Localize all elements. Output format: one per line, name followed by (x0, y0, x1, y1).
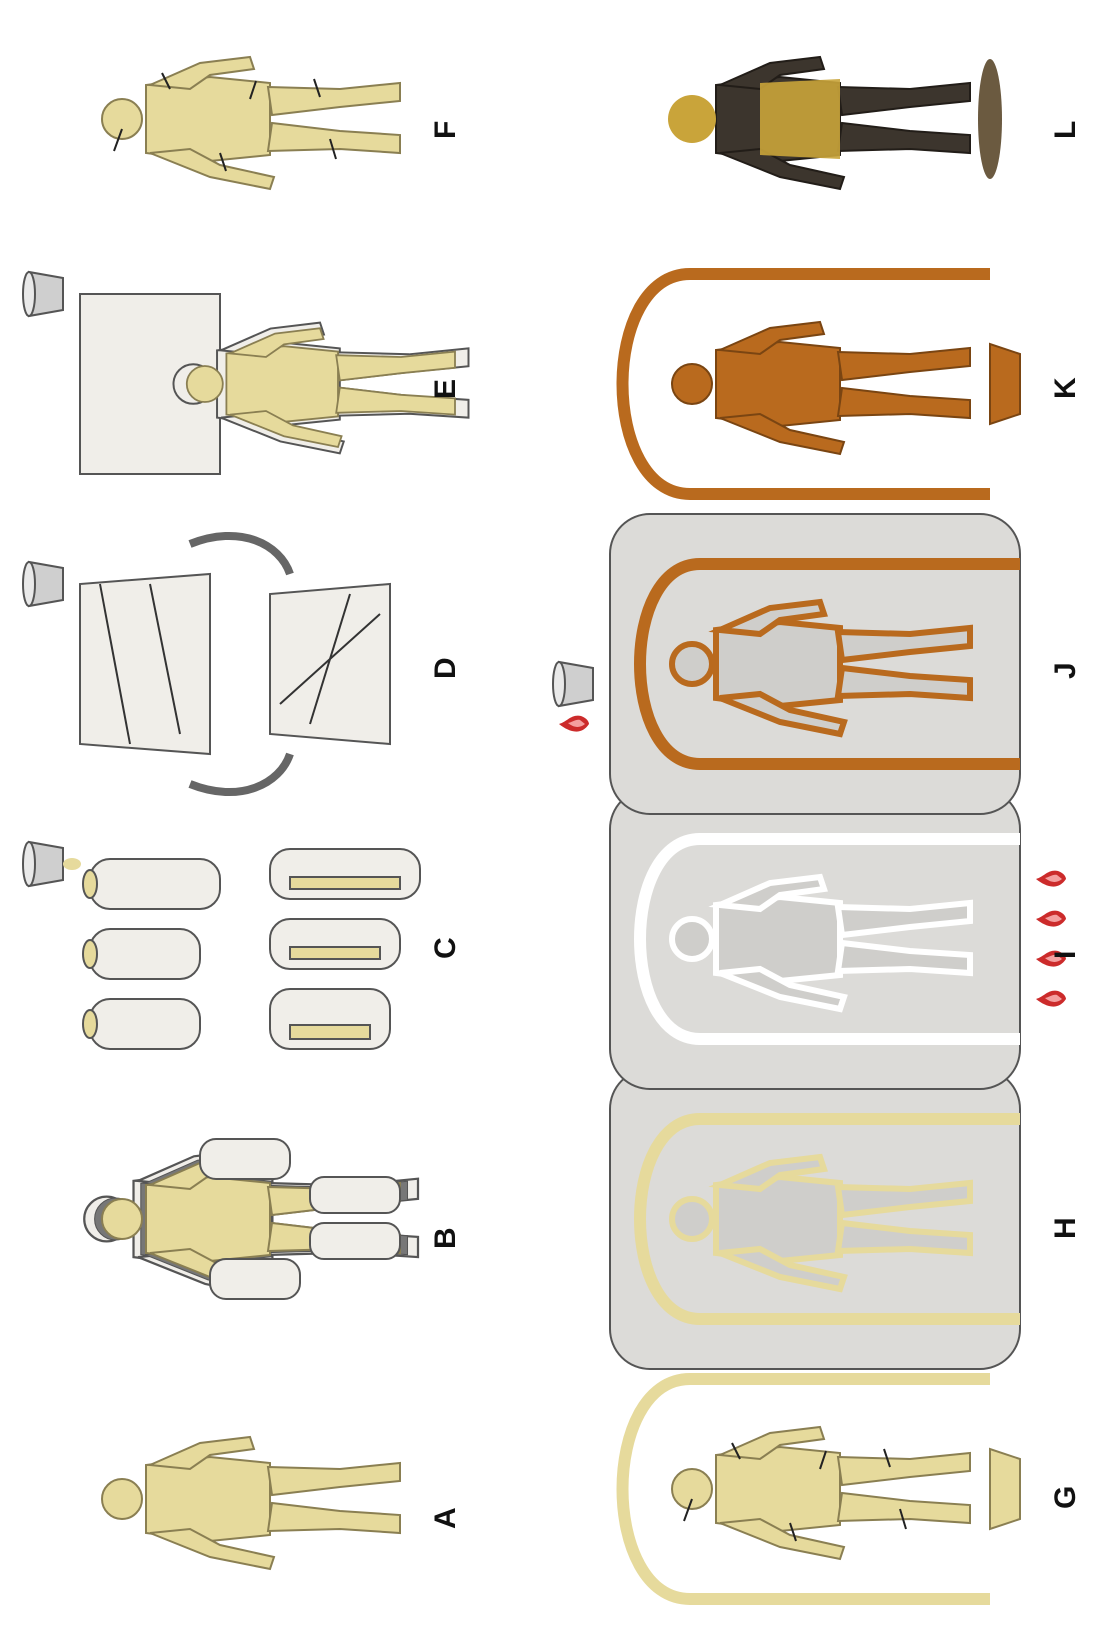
panel-k: K (623, 274, 1083, 494)
panel-h-label: H (1049, 1217, 1082, 1239)
panel-f-label: F (429, 121, 462, 139)
panel-e: E (23, 272, 468, 474)
panel-i-label: I (1049, 951, 1082, 959)
panel-c: C (23, 842, 462, 1049)
panel-b: B (84, 1139, 462, 1299)
panel-l: L (668, 57, 1082, 189)
panel-e-label: E (429, 379, 462, 399)
panel-d: D (23, 536, 462, 792)
panel-l-label: L (1049, 121, 1082, 139)
panel-b-label: B (429, 1227, 462, 1249)
panel-j-label: J (1049, 662, 1082, 679)
panel-a-label: A (429, 1507, 462, 1529)
panel-j: J (553, 514, 1082, 814)
panel-g-label: G (1049, 1486, 1082, 1509)
panel-g: G (623, 1379, 1083, 1599)
panel-a: A (102, 1437, 462, 1569)
panel-d-label: D (429, 657, 462, 679)
panel-c-label: C (429, 937, 462, 959)
panel-f: F (102, 57, 462, 189)
panel-h: H (610, 1069, 1082, 1369)
panel-k-label: K (1049, 377, 1082, 399)
panel-i: I (610, 789, 1082, 1089)
